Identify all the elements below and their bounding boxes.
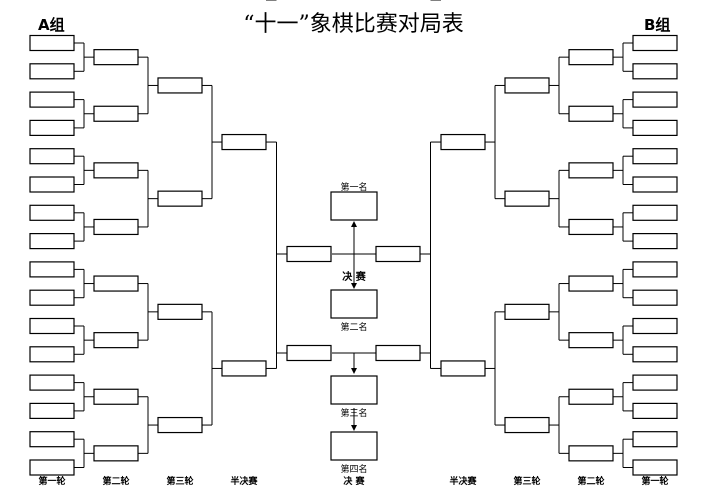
left-round1-label: 第一轮 (38, 477, 66, 487)
a-slot-round4 (221, 360, 267, 377)
b-slot-round3 (504, 303, 550, 320)
b-slot-round1 (632, 176, 678, 193)
final-label: 决 赛 (343, 477, 365, 487)
b-slot-round1 (632, 63, 678, 80)
a-slot-round1 (29, 317, 75, 335)
third-place-label: 第三名 (340, 409, 368, 419)
b-slot-round2 (568, 218, 614, 236)
bracket-slots (29, 34, 678, 476)
b-slot-round1 (632, 91, 678, 108)
left-round2-label: 第二轮 (102, 477, 130, 487)
b-slot-round3 (504, 416, 550, 434)
a-slot-round1 (29, 233, 75, 250)
second-place-label: 第二名 (340, 323, 368, 333)
b-slot-round2 (568, 49, 614, 66)
bracket-lines (74, 0, 633, 468)
right-round3-label: 第三轮 (513, 477, 541, 487)
group-a-label: A组 (38, 16, 65, 34)
b-slot-round4 (440, 360, 486, 377)
a-slot-round2 (93, 105, 139, 122)
b-slot-round1 (632, 346, 678, 363)
b-slot-round1 (632, 119, 678, 137)
b-slot-round1 (632, 402, 678, 419)
b-slot-round1 (632, 374, 678, 391)
a-slot-round1 (29, 148, 75, 165)
right-round1-label: 第一轮 (641, 477, 669, 487)
a-slot-round1 (29, 261, 75, 278)
a-slot-round1 (29, 176, 75, 193)
b-slot-round2 (568, 105, 614, 122)
a-slot-round1 (29, 402, 75, 419)
left-semi-label: 半决赛 (230, 477, 258, 487)
b-slot-round2 (568, 388, 614, 405)
a-slot-round1 (29, 91, 75, 108)
b-slot-round1 (632, 233, 678, 250)
a-slot-round2 (93, 218, 139, 236)
b-slot-round1 (632, 431, 678, 448)
second-place-box (330, 289, 378, 319)
left-round3-label: 第三轮 (166, 477, 194, 487)
fourth-place-box (330, 431, 378, 461)
right-semi-label: 半决赛 (449, 477, 477, 487)
b-slot-round2 (568, 445, 614, 462)
b-slot-round2 (568, 275, 614, 292)
b-slot-round1 (632, 289, 678, 306)
third-place-box (330, 375, 378, 405)
b-slot-round4 (440, 133, 486, 151)
b-slot-round3 (504, 190, 550, 207)
group-b-label: B组 (644, 16, 671, 34)
a-slot-round4 (221, 133, 267, 151)
b-slot-round5 (375, 344, 421, 362)
a-slot-round2 (93, 162, 139, 179)
a-slot-round2 (93, 445, 139, 462)
a-slot-round3 (157, 416, 203, 434)
a-slot-round3 (157, 77, 203, 94)
fourth-place-label: 第四名 (340, 465, 368, 475)
a-slot-round1 (29, 34, 75, 52)
a-slot-round2 (93, 49, 139, 66)
a-slot-round2 (93, 275, 139, 292)
a-slot-round2 (93, 332, 139, 349)
first-place-box (330, 191, 378, 221)
a-slot-round3 (157, 303, 203, 320)
b-slot-round1 (632, 34, 678, 52)
right-round2-label: 第二轮 (577, 477, 605, 487)
a-slot-round1 (29, 119, 75, 137)
a-slot-round5 (286, 245, 332, 263)
b-slot-round1 (632, 148, 678, 165)
a-slot-round1 (29, 289, 75, 306)
first-place-label: 第一名 (340, 183, 368, 193)
a-slot-round1 (29, 431, 75, 448)
b-slot-round3 (504, 77, 550, 94)
page-title: “十一”象棋比赛对局表 (243, 12, 464, 37)
final-area (330, 191, 378, 461)
b-slot-round1 (632, 204, 678, 221)
a-slot-round5 (286, 344, 332, 362)
a-slot-round3 (157, 190, 203, 207)
b-slot-round1 (632, 459, 678, 476)
a-slot-round1 (29, 63, 75, 80)
a-slot-round2 (93, 388, 139, 405)
b-slot-round2 (568, 332, 614, 349)
b-slot-round5 (375, 245, 421, 263)
a-slot-round1 (29, 374, 75, 391)
a-slot-round1 (29, 346, 75, 363)
a-slot-round1 (29, 204, 75, 221)
a-slot-round1 (29, 459, 75, 476)
b-slot-round2 (568, 162, 614, 179)
final-center-label: 决 赛 (342, 272, 366, 283)
b-slot-round1 (632, 317, 678, 335)
b-slot-round1 (632, 261, 678, 278)
